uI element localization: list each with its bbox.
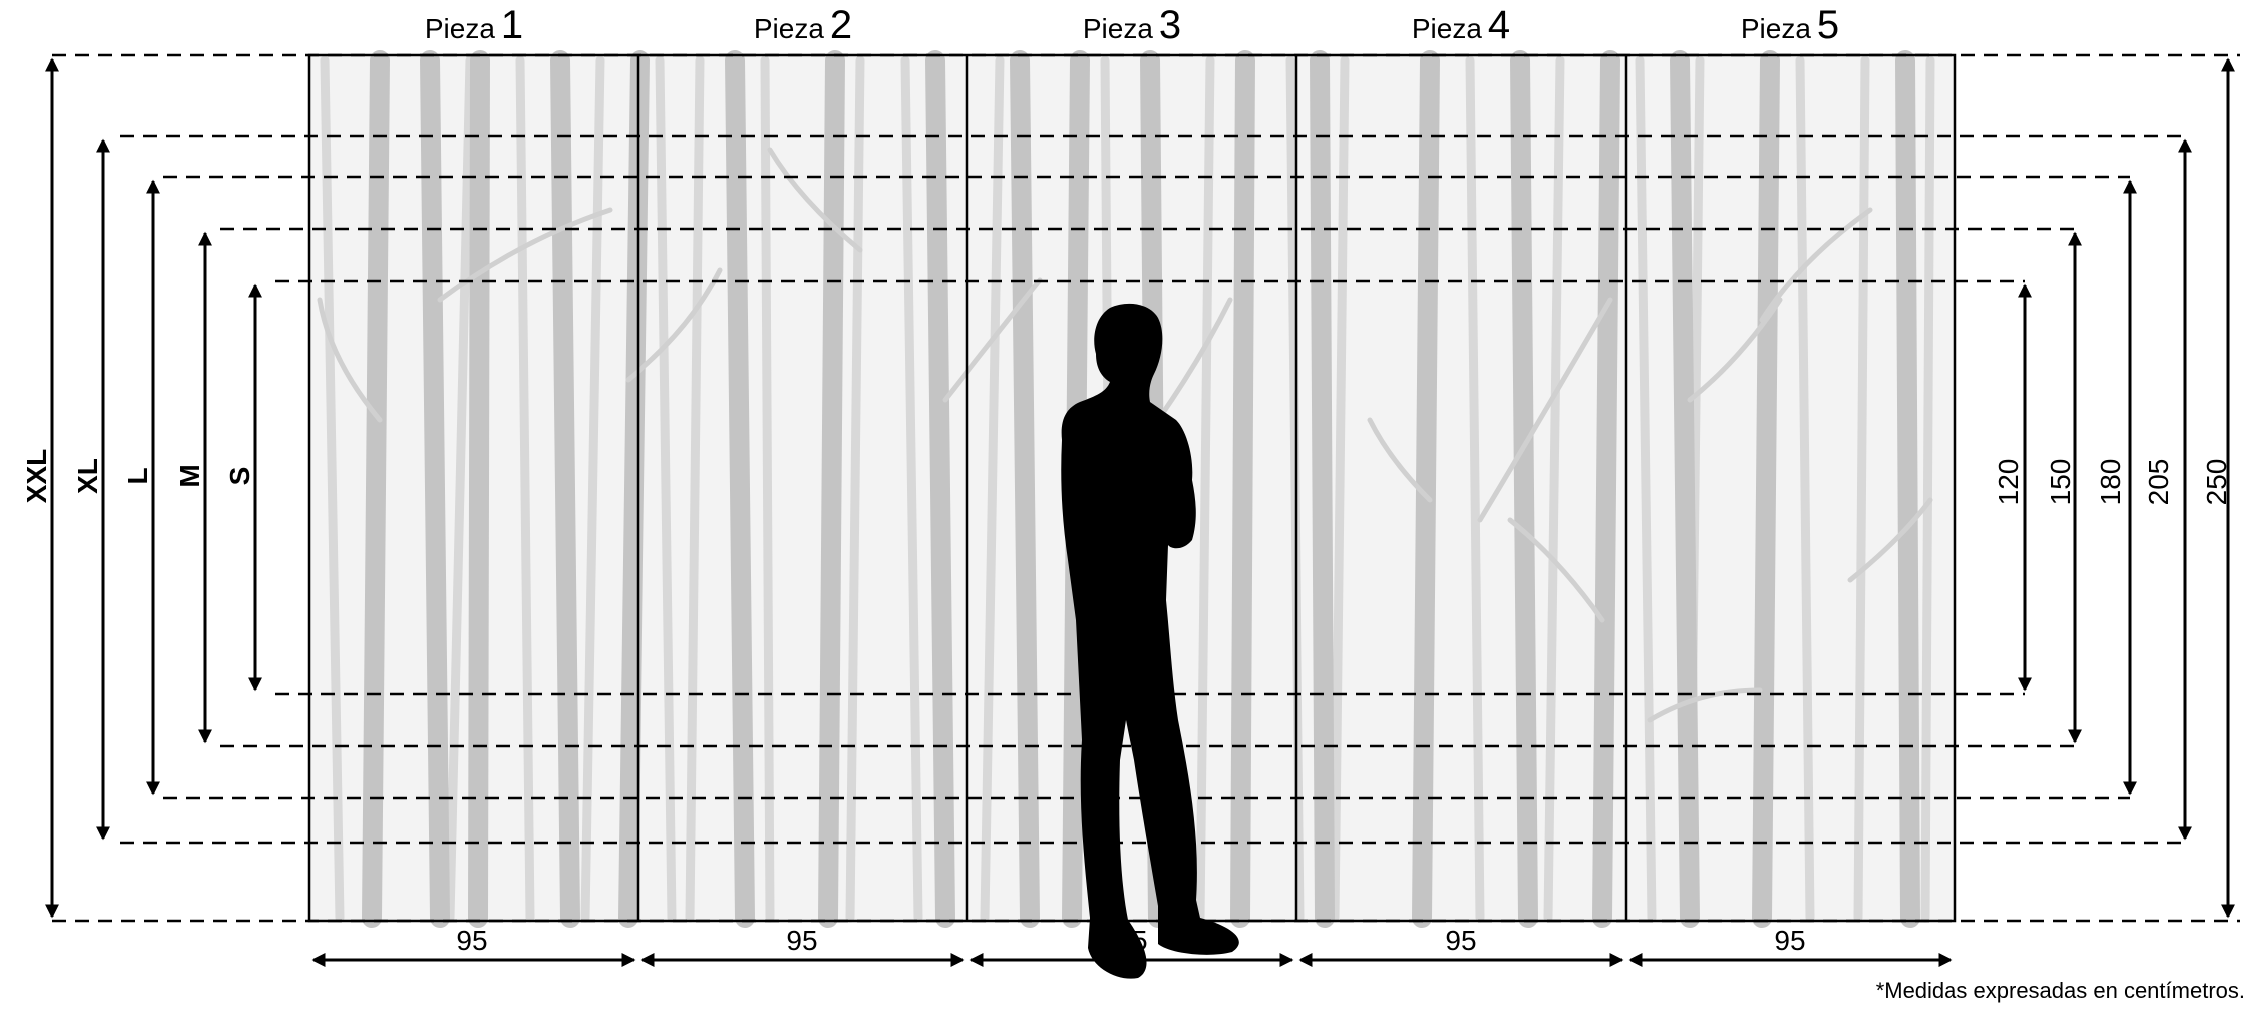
size-m-label: M (174, 464, 205, 487)
height-250-label: 250 (2201, 459, 2232, 506)
panel-5-width-label: 95 (1774, 925, 1805, 956)
size-xxl-label: XXL (21, 449, 52, 503)
panel-4-width-label: 95 (1445, 925, 1476, 956)
height-120-label: 120 (1993, 459, 2024, 506)
height-205-label: 205 (2143, 459, 2174, 506)
person-silhouette (1061, 303, 1239, 979)
units-footnote: *Medidas expresadas en centímetros. (1875, 978, 2245, 1003)
panel-1-width-label: 95 (456, 925, 487, 956)
size-l-label: L (122, 467, 153, 484)
panel-2-width-label: 95 (786, 925, 817, 956)
size-s-label: S (224, 467, 255, 486)
height-150-label: 150 (2045, 459, 2076, 506)
size-xl-label: XL (72, 458, 103, 494)
panel-borders (307, 53, 1957, 923)
height-180-label: 180 (2095, 459, 2126, 506)
